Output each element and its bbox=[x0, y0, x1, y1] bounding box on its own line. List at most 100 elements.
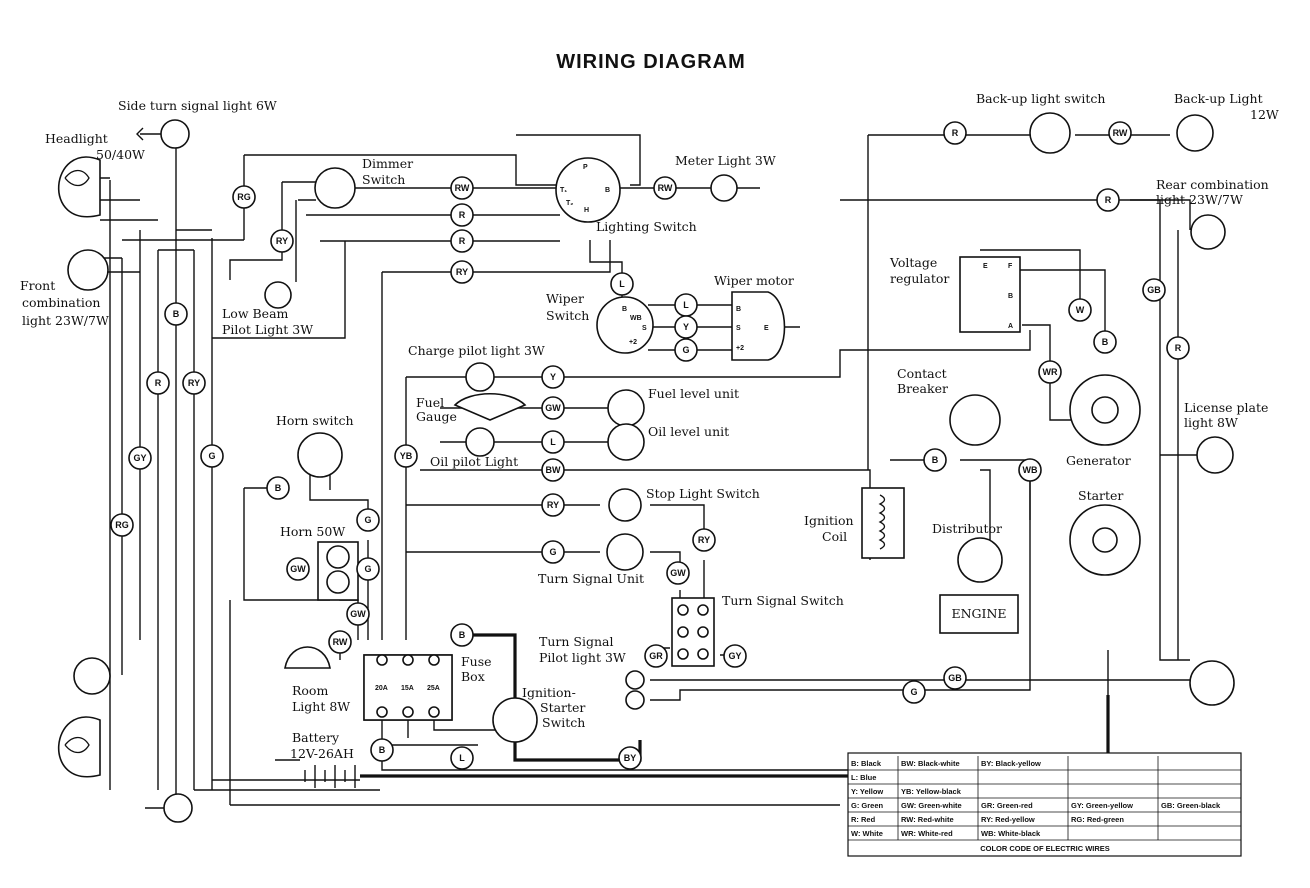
label-contact-1: Contact bbox=[897, 366, 947, 381]
legend-cell: G: Green bbox=[851, 801, 884, 810]
wire-tag: GR bbox=[644, 644, 668, 668]
terminal-s-wiper: S bbox=[642, 325, 647, 332]
wire-tag: B bbox=[370, 738, 394, 762]
label-headlight: Headlight bbox=[45, 131, 108, 146]
wire-tag-label: R bbox=[952, 128, 959, 138]
label-charge-pilot: Charge pilot light 3W bbox=[408, 343, 545, 358]
wire-tag: RY bbox=[270, 229, 294, 253]
lighting-switch bbox=[555, 157, 621, 223]
wire-tag-label: B bbox=[275, 483, 282, 493]
label-room-1: Room bbox=[292, 683, 328, 698]
wiper-switch bbox=[596, 296, 654, 354]
label-front-comb-1: Front bbox=[20, 278, 55, 293]
label-horn: Horn 50W bbox=[280, 524, 345, 539]
wire-tag-label: YB bbox=[400, 451, 413, 461]
label-battery-2: 12V-26AH bbox=[290, 746, 354, 761]
label-oil-level: Oil level unit bbox=[648, 424, 729, 439]
label-fuel-level: Fuel level unit bbox=[648, 386, 739, 401]
terminal-t2: T₂ bbox=[566, 200, 573, 207]
legend-cell: RW: Red-white bbox=[901, 815, 954, 824]
wire-tag: R bbox=[943, 121, 967, 145]
oil-pilot-light bbox=[465, 427, 495, 457]
terminal-a-reg: A bbox=[1008, 323, 1013, 330]
wire-tag: L bbox=[610, 272, 634, 296]
label-starter: Starter bbox=[1078, 488, 1123, 503]
horn-switch bbox=[297, 432, 343, 478]
wire-tag: GW bbox=[666, 561, 690, 585]
wire-tag-label: L bbox=[683, 300, 689, 310]
wire-tag-label: L bbox=[619, 279, 625, 289]
wire-tag-label: L bbox=[459, 753, 465, 763]
wire-tag-label: R bbox=[1105, 195, 1112, 205]
label-voltage-reg-2: regulator bbox=[890, 271, 949, 286]
wire-tag-label: L bbox=[550, 437, 556, 447]
low-beam-pilot-light bbox=[264, 281, 292, 309]
label-front-comb-3: light 23W/7W bbox=[22, 313, 109, 328]
side-turn-signal-lower bbox=[163, 793, 193, 823]
license-plate-light bbox=[1196, 436, 1234, 474]
terminal-wb: WB bbox=[630, 315, 642, 322]
label-horn-switch: Horn switch bbox=[276, 413, 354, 428]
legend-cell: B: Black bbox=[851, 759, 882, 768]
label-rear-comb-2: light 23W/7W bbox=[1156, 192, 1243, 207]
label-backup-switch: Back-up light switch bbox=[976, 91, 1105, 106]
terminal-e-motor: E bbox=[764, 325, 769, 332]
wire-tag-label: G bbox=[364, 515, 371, 525]
wire-tag: WR bbox=[1038, 360, 1062, 384]
fuel-level-unit bbox=[607, 389, 645, 427]
wire-tag: G bbox=[356, 557, 380, 581]
front-combination-light-upper bbox=[67, 249, 109, 291]
wire-tag: G bbox=[902, 680, 926, 704]
wire-tag-label: RY bbox=[547, 500, 559, 510]
wire-tag: RY bbox=[182, 371, 206, 395]
contact-breaker bbox=[949, 394, 1001, 446]
wire-tag: B bbox=[266, 476, 290, 500]
wire-tag-label: GY bbox=[728, 651, 741, 661]
wire-tag: GW bbox=[541, 396, 565, 420]
label-turn-signal-unit: Turn Signal Unit bbox=[538, 571, 644, 586]
label-ign-coil-2: Coil bbox=[822, 529, 847, 544]
legend-cell: WB: White-black bbox=[981, 829, 1041, 838]
legend-cell: GR: Green-red bbox=[981, 801, 1033, 810]
wire-tag: GB bbox=[943, 666, 967, 690]
wire-tag-label: Y bbox=[550, 372, 556, 382]
wire-tag: G bbox=[356, 508, 380, 532]
distributor bbox=[957, 537, 1003, 583]
label-ign-sw-1: Ignition- bbox=[522, 685, 576, 700]
label-ts-pilot-2: Pilot light 3W bbox=[539, 650, 626, 665]
label-turn-signal-switch: Turn Signal Switch bbox=[722, 593, 844, 608]
dimmer-switch bbox=[314, 167, 356, 209]
legend-cell: BY: Black-yellow bbox=[981, 759, 1041, 768]
label-license-1: License plate bbox=[1184, 400, 1268, 415]
wire-tag-label: G bbox=[910, 687, 917, 697]
charge-pilot-light bbox=[465, 362, 495, 392]
wire-tag-label: RG bbox=[115, 520, 129, 530]
wire-tag: R bbox=[450, 203, 474, 227]
wire-tag: L bbox=[450, 746, 474, 770]
wire-tag-label: GW bbox=[545, 403, 561, 413]
wire-tag-label: GB bbox=[948, 673, 962, 683]
wire-tag: BW bbox=[541, 458, 565, 482]
wire-tag-label: RY bbox=[698, 535, 710, 545]
wire-tag: WB bbox=[1018, 458, 1042, 482]
wire-tag-label: RW bbox=[333, 637, 348, 647]
wire-tag-label: G bbox=[549, 547, 556, 557]
turn-signal-pilot-light-1 bbox=[625, 670, 645, 690]
wire-tag: RG bbox=[110, 513, 134, 537]
backup-light-switch bbox=[1029, 112, 1071, 154]
label-rear-comb-1: Rear combination bbox=[1156, 177, 1269, 192]
wire-tag: GW bbox=[346, 602, 370, 626]
label-voltage-reg-1: Voltage bbox=[889, 255, 937, 270]
wire-tag: YB bbox=[394, 444, 418, 468]
wire-tag: RW bbox=[653, 176, 677, 200]
legend-cell: GB: Green-black bbox=[1161, 801, 1221, 810]
wire-tag: G bbox=[200, 444, 224, 468]
wire-tag-label: GW bbox=[670, 568, 686, 578]
fuse-label-1: 20A bbox=[375, 685, 388, 692]
stop-light-switch bbox=[608, 488, 642, 522]
terminal-f-reg: F bbox=[1008, 263, 1013, 270]
legend-cell: WR: White-red bbox=[901, 829, 953, 838]
